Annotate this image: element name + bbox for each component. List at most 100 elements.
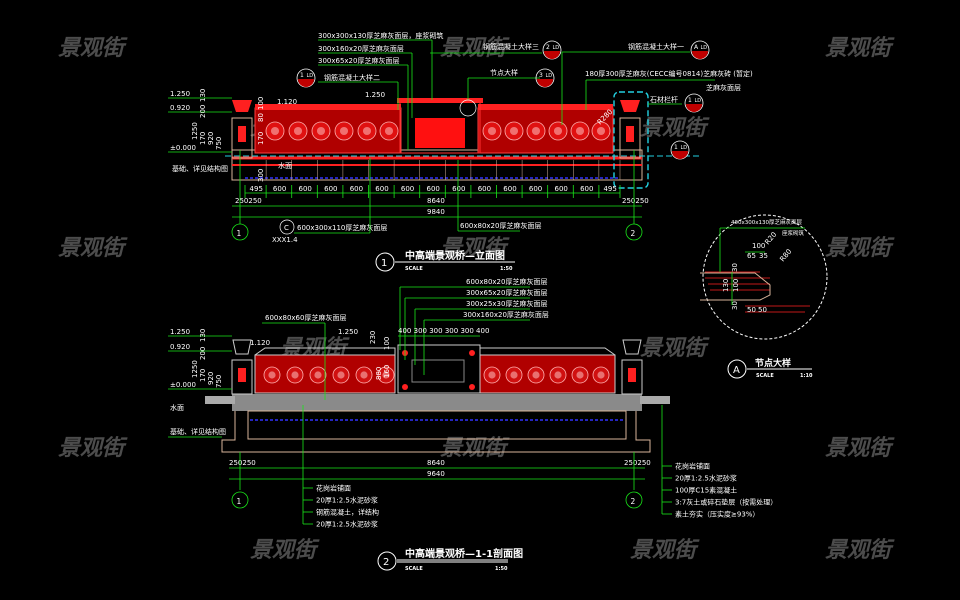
title-bubble [377, 551, 397, 571]
scale-value: 1:50 [500, 266, 513, 272]
note: 600x80x20厚芝麻灰面层 [466, 277, 547, 286]
axis-bubble-1 [231, 223, 249, 241]
segment-dim: 600 [478, 185, 491, 193]
foundation-note: 基础、详见结构图 [172, 164, 228, 173]
watermark-text: 景观街 [630, 538, 700, 563]
vdim: 130 [199, 329, 207, 342]
watermark-text: 景观街 [825, 538, 895, 563]
axis-label: 2 [631, 497, 636, 506]
vdim: 750 [215, 375, 223, 388]
center-top-dims: 400 300 300 300 300 400 [398, 327, 489, 335]
elevation-title: 中高端景观桥—立面图 [405, 249, 505, 262]
cyan-callout-box [613, 91, 649, 189]
segment-dim: 600 [529, 185, 542, 193]
water-label: 水面 [278, 161, 292, 170]
scale-value: 1:50 [495, 566, 508, 572]
axis-label: 1 [237, 497, 242, 506]
segment-dim: 600 [401, 185, 414, 193]
approach-paving-left [205, 396, 235, 404]
detail-ref-fill [298, 79, 314, 87]
scale-label: SCALE [756, 373, 774, 379]
total-inner-dim: 8640 [427, 197, 445, 205]
level-1120: 1.120 [277, 98, 297, 106]
section-title: 中高端景观桥—1-1剖面图 [405, 547, 523, 560]
vdim: 200 [199, 347, 207, 360]
bridge-span [247, 410, 627, 440]
detail-title-bubble [727, 359, 747, 379]
end-dim-left: 250250 [235, 197, 262, 205]
vdim: 230 [369, 331, 377, 344]
segment-dim: 600 [350, 185, 363, 193]
title-bubble-no: 1 [381, 258, 387, 269]
vdim: 170 [257, 132, 265, 145]
total-inner-dim: 8640 [427, 459, 445, 467]
watermark-text: 景观街 [250, 538, 320, 563]
railing-cap-right [479, 347, 616, 356]
note: 节点大样 [490, 68, 518, 77]
segment-dim: 600 [580, 185, 593, 193]
detail-ref-number: 1 [300, 72, 304, 79]
post-inlay [628, 368, 636, 382]
rosette-center [362, 126, 372, 136]
detail-note: 座浆砌筑 [782, 229, 805, 237]
note: 600x80x20厚芝麻灰面层 [460, 221, 541, 230]
detail-dim: 50 [758, 306, 767, 314]
rosette-center [510, 371, 518, 379]
detail-ref-number: 1 [674, 144, 678, 151]
detail-dim: 50 [747, 306, 756, 314]
ref-bubble-c [279, 219, 295, 235]
watermark-text: 景观街 [58, 436, 128, 461]
detail-ref-sheet: LD [695, 98, 702, 104]
urn-right [620, 100, 640, 112]
rosette-center [596, 126, 606, 136]
axis-bubble-2 [625, 223, 643, 241]
center-frame [397, 344, 481, 394]
axis-bubble-2 [625, 491, 643, 509]
rosette-center [487, 126, 497, 136]
detail-note: 400x300x130厚芝麻灰面层 [731, 218, 803, 226]
detail-ref-fill [537, 79, 553, 87]
rosette-center [509, 126, 519, 136]
rosettes [263, 366, 610, 384]
rosette-center [488, 371, 496, 379]
post-right [619, 117, 641, 159]
level-1250: 1.250 [170, 90, 190, 98]
urn-left [232, 100, 252, 112]
detail-dim: 65 [747, 252, 756, 260]
vdim: 170 [199, 369, 207, 382]
note: 钢筋混凝土大样二 [324, 73, 380, 82]
axis-label: 1 [237, 229, 242, 238]
rosette-center [337, 371, 345, 379]
total-outer-dim: 9840 [427, 208, 445, 216]
segment-dim: 600 [324, 185, 337, 193]
vdim: 300 [257, 169, 265, 182]
detail-dim: R80 [778, 248, 793, 264]
end-dim-right: 250250 [622, 197, 649, 205]
scale-value: 1:10 [800, 373, 813, 379]
railing-panel-right [479, 354, 616, 394]
center-plaque [411, 359, 465, 383]
rosette-center [575, 126, 585, 136]
rosette-center [360, 371, 368, 379]
layer-label: 20厚1:2.5水泥砂浆 [675, 474, 737, 483]
rosette-center [553, 126, 563, 136]
section-levels: 1.250 0.920 ±0.000 水面 基础、详见结构图 1.120 1.2… [168, 328, 391, 438]
segment-dim: 600 [427, 185, 440, 193]
detail-ref-sheet: LD [546, 73, 553, 79]
center-cap [397, 98, 483, 103]
railing-cap-left [255, 104, 401, 110]
vdim: 100 [257, 97, 265, 110]
level: 1.250 [170, 328, 190, 336]
watermark-text: 景观街 [440, 436, 510, 461]
note: 300x65x20厚芝麻灰面层 [466, 288, 547, 297]
bridge-deck-slab [232, 394, 642, 411]
rosette-center [268, 371, 276, 379]
ref-sub: XXX1.4 [272, 236, 298, 244]
vdim: 750 [215, 137, 223, 150]
title-bubble [375, 252, 395, 272]
layer-label: 花岗岩铺面 [675, 462, 710, 471]
